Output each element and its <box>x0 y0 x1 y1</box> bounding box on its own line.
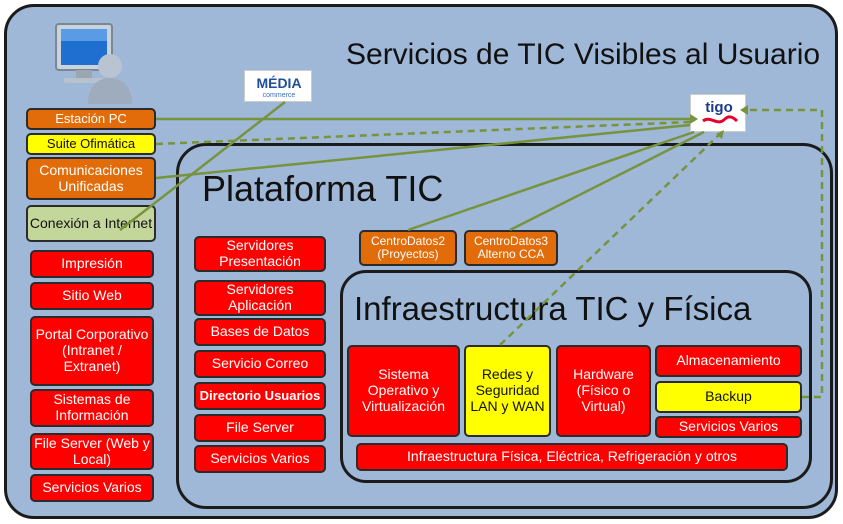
platform-bases-datos: Bases de Datos <box>194 318 326 346</box>
infra-servicios-varios: Servicios Varios <box>655 416 802 438</box>
line-internet-to-media <box>119 101 286 231</box>
platform-title: Plataforma TIC <box>202 168 444 209</box>
user-computer-icon <box>55 23 132 104</box>
service-servicios-varios: Servicios Varios <box>30 474 154 502</box>
service-impresion: Impresión <box>30 250 154 278</box>
service-file-server: File Server (Web y Local) <box>30 433 154 470</box>
service-conexion-internet: Conexión a Internet <box>26 205 156 242</box>
svg-text:tigo: tigo <box>705 99 733 116</box>
service-sitio-web: Sitio Web <box>30 282 154 310</box>
platform-directorio-usuarios: Directorio Usuarios <box>194 382 326 410</box>
service-comunicaciones-unificadas: Comunicaciones Unificadas <box>26 157 156 200</box>
infrastructure-title: Infraestructura TIC y Física <box>354 290 752 327</box>
media-commerce-logo: MÉDIA commerce <box>244 70 312 102</box>
platform-servicio-correo: Servicio Correo <box>194 350 326 378</box>
platform-file-server: File Server <box>194 414 326 442</box>
svg-text:MÉDIA: MÉDIA <box>256 75 301 91</box>
line-dc2-to-tigo <box>407 130 695 232</box>
main-title: Servicios de TIC Visibles al Usuario <box>346 38 821 71</box>
line-backup-to-tigo <box>748 108 824 399</box>
service-sistemas-informacion: Sistemas de Información <box>30 389 154 427</box>
platform-servicios-varios: Servicios Varios <box>194 445 326 473</box>
infra-fisica: Infraestructura Física, Eléctrica, Refri… <box>356 443 788 471</box>
infra-hardware: Hardware (Físico o Virtual) <box>556 345 651 437</box>
svg-text:commerce: commerce <box>263 92 296 99</box>
infra-sistema-operativo: Sistema Operativo y Virtualización <box>347 345 460 437</box>
infra-redes-seguridad: Redes y Seguridad LAN y WAN <box>464 345 551 437</box>
line-comunicaciones-to-tigo <box>155 123 691 180</box>
platform-servidores-aplicacion: Servidores Aplicación <box>194 280 326 316</box>
platform-servidores-presentacion: Servidores Presentación <box>194 236 326 272</box>
line-suite-to-tigo <box>155 120 691 146</box>
service-estacion-pc: Estación PC <box>26 108 156 130</box>
infra-backup: Backup <box>655 381 802 413</box>
service-suite-ofimatica: Suite Ofimática <box>26 133 156 155</box>
infra-almacenamiento: Almacenamiento <box>655 345 802 377</box>
datacenter-3: CentroDatos3 Alterno CCA <box>464 230 558 266</box>
datacenter-2: CentroDatos2 (Proyectos) <box>359 230 457 266</box>
line-redes-to-tigo <box>499 131 723 346</box>
line-dc3-to-tigo <box>509 130 705 232</box>
service-portal-corporativo: Portal Corporativo (Intranet / Extranet) <box>30 316 154 386</box>
